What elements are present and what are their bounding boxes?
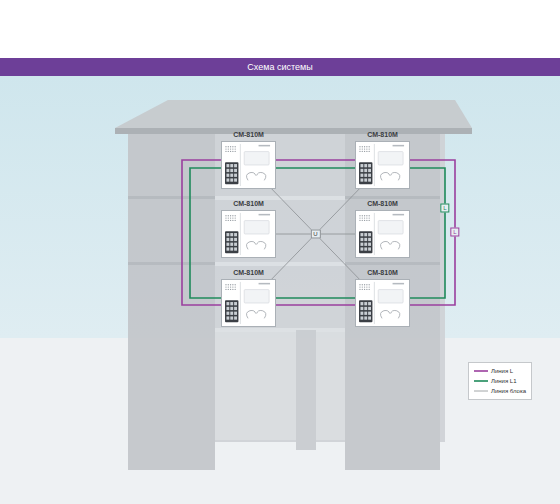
intercom-panel — [356, 280, 409, 326]
legend-row: Линия L1 — [474, 376, 526, 386]
unit-model-label: CM-810M — [233, 269, 264, 276]
unit-model-label: CM-810M — [367, 200, 398, 207]
intercom-panel — [222, 280, 275, 326]
legend-row: Линия L — [474, 366, 526, 376]
unit-model-label: CM-810M — [233, 131, 264, 138]
intercom-unit: CM-810M — [355, 141, 410, 189]
intercom-unit: CM-810M — [355, 279, 410, 327]
legend-text: Линия L — [491, 368, 513, 374]
legend-line-sample — [474, 378, 488, 384]
intercom-panel — [356, 142, 409, 188]
intercom-unit: CM-810M — [355, 210, 410, 258]
legend-line-sample — [474, 368, 488, 374]
unit-model-label: CM-810M — [367, 131, 398, 138]
intercom-panel — [356, 211, 409, 257]
title-text: Схема системы — [247, 62, 312, 72]
bus-line — [276, 159, 355, 161]
intercom-unit: CM-810M — [221, 210, 276, 258]
intercom-panel — [222, 211, 275, 257]
bus-line — [276, 297, 355, 299]
legend-text: Линия L1 — [491, 378, 517, 384]
intercom-unit: CM-810M — [221, 141, 276, 189]
line-tag: U — [310, 230, 320, 239]
intercom-panel — [222, 142, 275, 188]
unit-model-label: CM-810M — [233, 200, 264, 207]
line-tag: L — [440, 204, 449, 213]
bus-line — [410, 168, 445, 298]
bus-line — [276, 167, 355, 169]
unit-model-label: CM-810M — [367, 269, 398, 276]
bus-line — [190, 168, 221, 298]
legend-text: Линия блока — [491, 388, 526, 394]
bus-line — [410, 160, 455, 305]
block-line — [272, 189, 359, 279]
legend-line-sample — [474, 388, 488, 394]
title-bar: Схема системы — [0, 58, 560, 76]
bus-line — [276, 304, 355, 306]
legend-row: Линия блока — [474, 386, 526, 396]
legend-box: Линия L Линия L1 Линия блока — [468, 362, 532, 400]
line-tag: L — [450, 228, 459, 237]
bus-line — [182, 160, 221, 305]
block-line — [272, 189, 359, 279]
intercom-unit: CM-810M — [221, 279, 276, 327]
